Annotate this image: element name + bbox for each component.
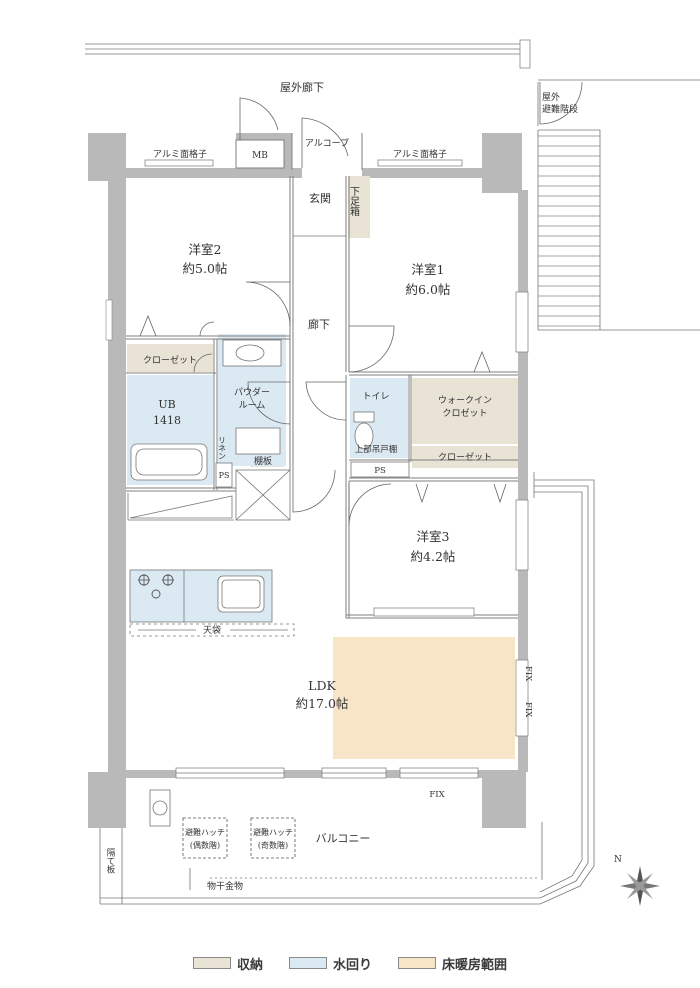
- ldk-size: 約17.0帖: [296, 696, 349, 711]
- ub-label-1: UB: [158, 398, 175, 411]
- emergency-stairs-label-2: 避難階段: [542, 103, 578, 115]
- entrance-label: 玄関: [309, 191, 331, 205]
- legend-item-storage: 収納: [192, 954, 263, 973]
- toilet-label: トイレ: [362, 392, 389, 402]
- legend-swatch-heating: [398, 957, 436, 969]
- fix-bottom-label: FIX: [429, 790, 445, 800]
- western3-name: 洋室3: [417, 529, 450, 544]
- western2-size: 約5.0帖: [183, 261, 228, 276]
- ps-left-label: PS: [219, 471, 230, 480]
- clothes-hanger-label: 物干金物: [207, 880, 243, 892]
- upper-cabinet-label: 上部吊戸棚: [355, 444, 398, 455]
- powder-label-1: パウダー: [234, 386, 270, 398]
- legend: 収納 水回り 床暖房範囲: [0, 948, 700, 978]
- western3-size: 約4.2帖: [411, 549, 456, 564]
- closet-right-label: クローゼット: [438, 451, 492, 463]
- walkin-label-1: ウォークイン: [438, 395, 492, 406]
- fixtures: [127, 339, 410, 521]
- alumi-lattice-right-label: アルミ面格子: [393, 148, 447, 160]
- ub-label-2: 1418: [153, 414, 181, 427]
- hatch2-label-1: 避難ハッチ: [253, 827, 293, 837]
- doors: [139, 97, 507, 527]
- legend-label-storage: 収納: [236, 957, 263, 973]
- hatch2-label-2: (奇数階): [258, 840, 288, 850]
- balcony: [99, 472, 595, 905]
- mb-label: MB: [252, 151, 268, 161]
- emergency-stairs: [537, 79, 700, 331]
- north-label: N: [614, 855, 622, 865]
- ps-right-label: PS: [374, 466, 386, 476]
- legend-swatch-storage: [192, 957, 231, 969]
- partition-board-label: 隔て板: [105, 848, 115, 874]
- western1-name: 洋室1: [412, 262, 445, 277]
- closet-left-label: クローゼット: [143, 354, 197, 366]
- legend-label-heating: 床暖房範囲: [442, 957, 508, 973]
- western1-size: 約6.0帖: [406, 282, 451, 297]
- walkin-label-2: クロゼット: [442, 407, 487, 419]
- fix-upper-label: FIX: [523, 666, 533, 682]
- legend-item-water: 水回り: [288, 954, 372, 973]
- north-arrow-icon: [620, 866, 660, 906]
- ceiling-cabinet-label: 天袋: [203, 624, 221, 636]
- hatch1-label-2: (偶数階): [190, 840, 220, 850]
- legend-item-heating: 床暖房範囲: [398, 954, 507, 973]
- windows: [105, 291, 529, 779]
- legend-label-water: 水回り: [332, 957, 372, 973]
- corridor-railing: [85, 39, 531, 69]
- linen-label: リネン: [218, 436, 227, 460]
- fix-lower-label: FIX: [523, 702, 533, 718]
- kitchen: [129, 569, 295, 637]
- alcove-label: アルコーブ: [305, 137, 349, 149]
- outdoor-corridor-label: 屋外廊下: [280, 80, 324, 94]
- emergency-stairs-label-1: 屋外: [542, 91, 560, 103]
- balcony-label: バルコニー: [316, 832, 371, 845]
- room-labels: 屋外廊下 屋外 避難階段 MB アルコーブ アルミ面格子 アルミ面格子 玄関 下…: [105, 80, 622, 892]
- floor-heating-area: [333, 637, 515, 759]
- hallway-label: 廊下: [308, 317, 330, 331]
- legend-swatch-water: [288, 957, 327, 969]
- alumi-lattice-left-label: アルミ面格子: [153, 148, 207, 160]
- powder-label-2: ルーム: [239, 400, 266, 411]
- hatch1-label-1: 避難ハッチ: [185, 827, 225, 837]
- shoe-box-label: 下足箱: [348, 186, 360, 217]
- ldk-name: LDK: [308, 678, 336, 693]
- alumi-lattice: [144, 159, 463, 167]
- western2-name: 洋室2: [189, 242, 222, 257]
- shelf-board-label: 棚板: [254, 455, 272, 467]
